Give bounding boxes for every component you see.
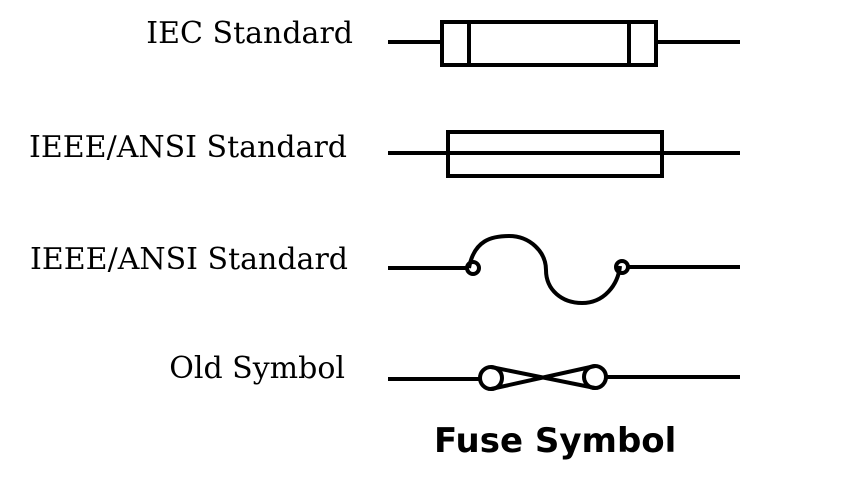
label-iec-standard: IEC Standard [146, 16, 353, 51]
old-bow-line-up [490, 364, 596, 391]
ieee-curve-terminal-right [614, 259, 630, 275]
ieee-box-fuse-body [446, 130, 664, 178]
ieee-curve-element [467, 233, 622, 306]
label-ieee-ansi-standard-curve: IEEE/ANSI Standard [30, 242, 348, 277]
ieee-curve-terminal-left [465, 260, 481, 276]
diagram-caption: Fuse Symbol [434, 421, 677, 461]
label-ieee-ansi-standard-box: IEEE/ANSI Standard [29, 130, 347, 165]
ieee-box-fuse-symbol [388, 130, 740, 178]
iec-fuse-body [440, 20, 658, 67]
ieee-curve-fuse-symbol [388, 233, 740, 306]
old-fuse-symbol [388, 364, 740, 391]
label-old-symbol: Old Symbol [169, 351, 345, 386]
iec-fuse-symbol [388, 20, 740, 67]
